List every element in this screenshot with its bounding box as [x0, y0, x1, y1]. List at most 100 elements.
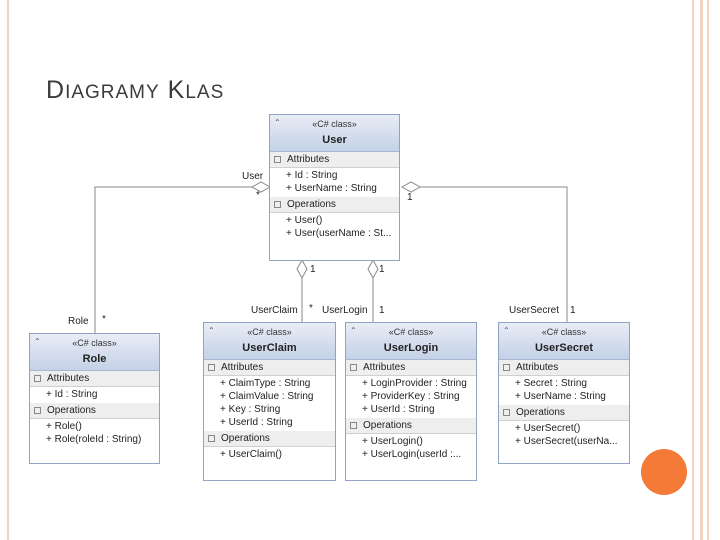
collapse-box-icon[interactable]: -: [350, 421, 357, 429]
class-name: UserLogin: [383, 342, 439, 354]
section-label: Operations: [516, 407, 565, 418]
class-stereotype: «C# class»: [247, 327, 292, 337]
role-association-end-label: User: [242, 171, 264, 182]
attribute-item: + UserId : String: [220, 417, 293, 428]
operations-section-header[interactable]: -Operations: [270, 197, 399, 213]
collapse-box-icon[interactable]: -: [208, 434, 215, 442]
attribute-item: + Id : String: [46, 389, 98, 400]
section-label: Attributes: [47, 373, 90, 384]
association-user-usersecret: [420, 186, 568, 322]
class-stereotype: «C# class»: [72, 338, 117, 348]
association-user-role: [94, 186, 252, 333]
class-box-user[interactable]: ⌃ «C# class» User -Attributes + Id : Str…: [269, 114, 400, 261]
attribute-item: + Secret : String: [515, 378, 587, 389]
userlogin-user-multiplicity: 1: [379, 264, 385, 275]
slide-frame-right-border: [707, 0, 709, 540]
section-label: Attributes: [221, 362, 264, 373]
attributes-section-header[interactable]: -Attributes: [346, 360, 476, 376]
attribute-item: + Id : String: [286, 170, 338, 181]
attributes-list: + Id : String + UserName : String: [270, 168, 399, 197]
operation-item: + UserLogin(): [362, 436, 423, 447]
collapse-chevron-icon[interactable]: ⌃: [34, 337, 41, 346]
userclaim-end-multiplicity: *: [309, 303, 313, 314]
section-label: Attributes: [363, 362, 406, 373]
collapse-box-icon[interactable]: -: [208, 363, 215, 371]
title-initial-d: D: [46, 76, 66, 104]
userlogin-end-multiplicity: 1: [379, 305, 385, 316]
title-rest-1: IAGRAMY: [65, 82, 160, 103]
collapse-box-icon[interactable]: -: [34, 374, 41, 382]
operation-item: + UserSecret(): [515, 423, 581, 434]
class-header: ⌃ «C# class» UserSecret: [499, 323, 629, 360]
section-label: Operations: [287, 199, 336, 210]
decorative-orange-circle: [641, 449, 687, 495]
collapse-box-icon[interactable]: -: [350, 363, 357, 371]
collapse-chevron-icon[interactable]: ⌃: [503, 326, 510, 335]
operations-list: + UserClaim(): [204, 447, 335, 463]
title-rest-2: LAS: [185, 82, 225, 103]
operation-item: + Role(roleId : String): [46, 434, 142, 445]
attribute-item: + ClaimValue : String: [220, 391, 314, 402]
userclaim-end-label: UserClaim: [251, 305, 298, 316]
aggregation-diamond-user-userlogin: [367, 258, 379, 280]
aggregation-diamond-user-usersecret: [400, 181, 422, 193]
aggregation-diamond-user-userclaim: [296, 258, 308, 280]
userclaim-user-multiplicity: 1: [310, 264, 316, 275]
section-label: Attributes: [287, 154, 330, 165]
collapse-box-icon[interactable]: -: [274, 155, 281, 163]
class-name: UserSecret: [534, 342, 594, 354]
collapse-box-icon[interactable]: -: [503, 408, 510, 416]
attributes-section-header[interactable]: -Attributes: [270, 152, 399, 168]
collapse-box-icon[interactable]: -: [503, 363, 510, 371]
attributes-list: + Id : String: [30, 387, 159, 403]
section-label: Operations: [47, 405, 96, 416]
attributes-section-header[interactable]: -Attributes: [499, 360, 629, 376]
class-stereotype: «C# class»: [388, 327, 434, 337]
usersecret-end-label: UserSecret: [509, 305, 560, 316]
operations-section-header[interactable]: -Operations: [204, 431, 335, 447]
attribute-item: + LoginProvider : String: [362, 378, 467, 389]
operations-section-header[interactable]: -Operations: [30, 403, 159, 419]
attributes-section-header[interactable]: -Attributes: [30, 371, 159, 387]
role-end-label: Role: [68, 316, 89, 327]
class-box-userclaim[interactable]: ⌃ «C# class» UserClaim -Attributes + Cla…: [203, 322, 336, 481]
class-header: ⌃ «C# class» UserClaim: [204, 323, 335, 360]
class-name: Role: [82, 353, 107, 365]
title-initial-k: K: [167, 76, 186, 104]
class-name: UserClaim: [242, 342, 297, 354]
usersecret-association-user-multiplicity: 1: [407, 192, 413, 203]
operation-item: + Role(): [46, 421, 82, 432]
operation-item: + UserSecret(userNa...: [515, 436, 618, 447]
collapse-chevron-icon[interactable]: ⌃: [350, 326, 357, 335]
operations-list: + User() + User(userName : St...: [270, 213, 399, 242]
collapse-box-icon[interactable]: -: [274, 200, 281, 208]
section-label: Operations: [363, 420, 412, 431]
operations-section-header[interactable]: -Operations: [346, 418, 476, 434]
section-label: Operations: [221, 433, 270, 444]
section-label: Attributes: [516, 362, 559, 373]
attributes-section-header[interactable]: -Attributes: [204, 360, 335, 376]
collapse-chevron-icon[interactable]: ⌃: [208, 326, 215, 335]
attribute-item: + ProviderKey : String: [362, 391, 460, 402]
collapse-box-icon[interactable]: -: [34, 406, 41, 414]
aggregation-diamond-user-role: [250, 181, 272, 193]
attribute-item: + UserId : String: [362, 404, 435, 415]
attribute-item: + ClaimType : String: [220, 378, 311, 389]
operation-item: + User(): [286, 215, 323, 226]
class-name: User: [322, 134, 347, 146]
operations-list: + UserLogin() + UserLogin(userId :...: [346, 434, 476, 463]
attribute-item: + UserName : String: [515, 391, 606, 402]
operations-list: + UserSecret() + UserSecret(userNa...: [499, 421, 629, 450]
operations-section-header[interactable]: -Operations: [499, 405, 629, 421]
operations-list: + Role() + Role(roleId : String): [30, 419, 159, 448]
class-box-role[interactable]: ⌃ «C# class» Role -Attributes + Id : Str…: [29, 333, 160, 464]
class-box-usersecret[interactable]: ⌃ «C# class» UserSecret -Attributes + Se…: [498, 322, 630, 464]
class-stereotype: «C# class»: [541, 327, 587, 337]
collapse-chevron-icon[interactable]: ⌃: [274, 118, 281, 127]
slide-frame-left-border: [7, 0, 9, 540]
role-association-user-multiplicity: *: [256, 190, 260, 201]
class-box-userlogin[interactable]: ⌃ «C# class» UserLogin -Attributes + Log…: [345, 322, 477, 481]
userlogin-end-label: UserLogin: [322, 305, 368, 316]
attribute-item: + UserName : String: [286, 183, 377, 194]
